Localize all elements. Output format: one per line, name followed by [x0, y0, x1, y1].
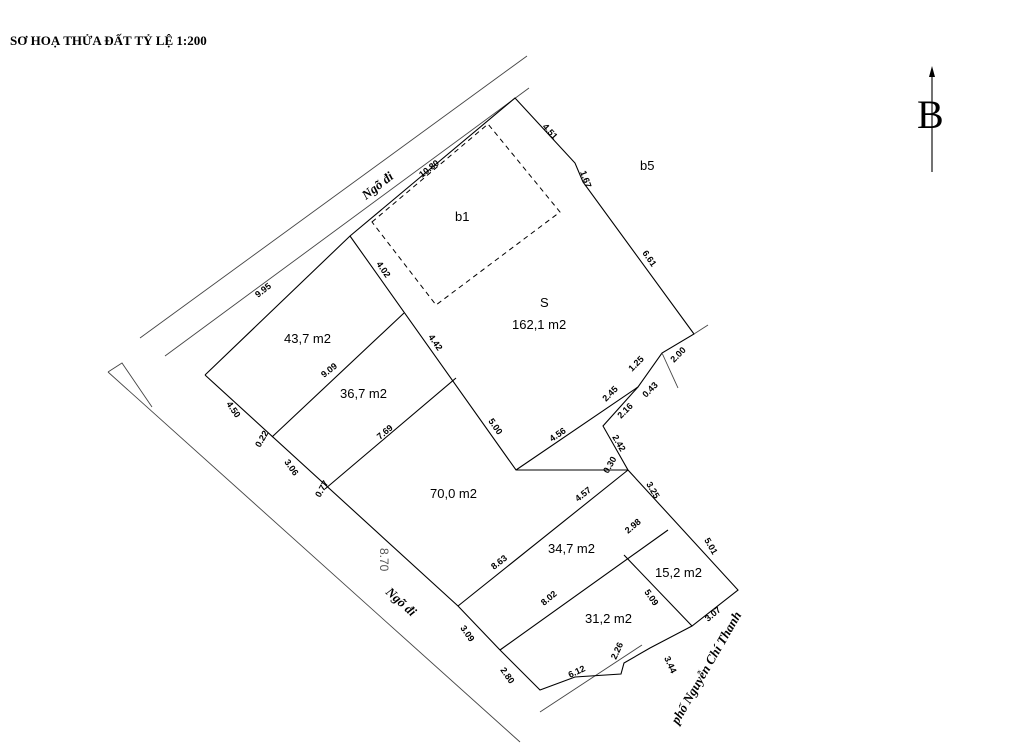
dim-3-07: 3.07 [703, 605, 723, 624]
dim-6-61: 6.61 [640, 248, 658, 268]
road-left-outer-edge [107, 371, 521, 743]
dim-2-16: 2.16 [615, 401, 634, 420]
tick-right-lower [661, 352, 679, 389]
dim-5-00: 5.00 [486, 416, 504, 436]
road-label-top: Ngõ đi [358, 168, 397, 203]
dim-4-50: 4.50 [224, 399, 242, 419]
area-70: 70,0 m2 [430, 486, 477, 501]
label-s: S [540, 295, 549, 310]
dim-1-25: 1.25 [626, 354, 645, 373]
line-34-31-divider [499, 529, 669, 651]
dim-9-95: 9.95 [253, 281, 273, 300]
dim-0-30: 0.30 [601, 455, 618, 475]
dim-3-44: 3.44 [662, 655, 678, 675]
dim-2-80: 2.80 [498, 665, 516, 685]
line-s-right-boundary [515, 386, 639, 471]
area-43: 43,7 m2 [284, 331, 331, 346]
line-15-31-divider [623, 554, 693, 627]
road-label-left: Ngõ đi [382, 583, 420, 619]
dim-4-51: 4.51 [541, 122, 560, 142]
dim-4-42: 4.42 [426, 332, 444, 352]
dim-4-02: 4.02 [374, 259, 392, 279]
dim-1-67: 1.67 [578, 169, 593, 189]
building-b1-footprint [371, 123, 561, 306]
dim-3-09: 3.09 [458, 623, 476, 643]
line-36-70-divider [324, 377, 457, 490]
area-36: 36,7 m2 [340, 386, 387, 401]
line-70-34-divider [457, 469, 629, 607]
drawing-title: SƠ HOẠ THỬA ĐẤT TỶ LỆ 1:200 [10, 33, 207, 48]
area-15: 15,2 m2 [655, 565, 702, 580]
label-b1: b1 [455, 209, 469, 224]
tick-top-right [693, 324, 709, 335]
line-43-36-divider [271, 312, 405, 438]
road-left-kink [107, 362, 153, 408]
dim-8-02: 8.02 [539, 589, 559, 608]
road-top-upper-edge [139, 55, 528, 339]
dim-4-56: 4.56 [548, 426, 568, 444]
label-b5: b5 [640, 158, 654, 173]
north-arrow-head [929, 66, 935, 77]
area-162: 162,1 m2 [512, 317, 566, 332]
north-label: B [917, 92, 944, 137]
dim-0-43: 0.43 [640, 380, 659, 399]
dim-8-63: 8.63 [489, 553, 509, 572]
road-top-lower-edge [164, 87, 530, 357]
dim-2-98: 2.98 [623, 517, 643, 536]
parcel-outer-boundary [204, 97, 739, 691]
area-34: 34,7 m2 [548, 541, 595, 556]
road-label-bottom-right: phố Nguyễn Chí Thanh [667, 609, 744, 728]
dim-2-45: 2.45 [600, 384, 619, 403]
area-31: 31,2 m2 [585, 611, 632, 626]
dim-0-77: 0.77 [313, 479, 330, 499]
dim-8-70-gray: 8.70 [377, 548, 391, 572]
road-bottom-edge [539, 644, 643, 713]
